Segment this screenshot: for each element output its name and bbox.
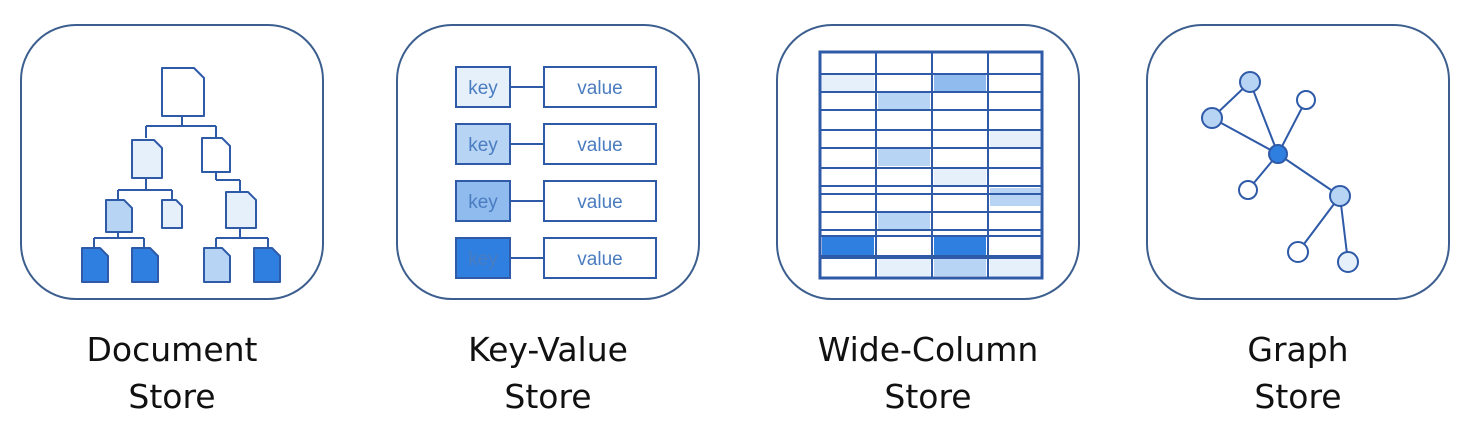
document-tree-icon	[81, 67, 281, 283]
wide-column-store-caption: Wide-Column Store	[776, 326, 1080, 420]
graph-store-panel: Graph Store	[1146, 0, 1476, 426]
key-value-store-card: key value key value key value	[396, 24, 700, 300]
caption-line-2: Store	[504, 377, 592, 416]
document-store-caption: Document Store	[20, 326, 324, 420]
kv-row: key value	[455, 66, 657, 108]
caption-line-2: Store	[1254, 377, 1342, 416]
kv-value-label: value	[577, 78, 622, 99]
caption-line-2: Store	[884, 377, 972, 416]
caption-line-1: Document	[86, 330, 258, 369]
kv-row: key value	[455, 180, 657, 222]
key-value-store-caption: Key-Value Store	[396, 326, 700, 420]
document-store-panel: Document Store	[20, 0, 350, 426]
key-value-icon: key value key value key value	[455, 66, 657, 279]
caption-line-1: Wide-Column	[817, 330, 1039, 369]
kv-key-label: key	[468, 249, 498, 270]
kv-key-label: key	[468, 78, 498, 99]
kv-key-label: key	[468, 192, 498, 213]
key-value-store-panel: key value key value key value	[396, 0, 726, 426]
wide-column-table-icon	[818, 50, 1044, 280]
kv-value-label: value	[577, 135, 622, 156]
wide-column-store-card	[776, 24, 1080, 300]
kv-value-label: value	[577, 249, 622, 270]
kv-key-label: key	[468, 135, 498, 156]
kv-row: key value	[455, 123, 657, 165]
kv-value-label: value	[577, 192, 622, 213]
caption-line-1: Key-Value	[468, 330, 628, 369]
graph-network-icon	[1201, 71, 1359, 273]
graph-store-caption: Graph Store	[1146, 326, 1450, 420]
document-store-card	[20, 24, 324, 300]
graph-store-card	[1146, 24, 1450, 300]
wide-column-store-panel: Wide-Column Store	[776, 0, 1106, 426]
caption-line-2: Store	[128, 377, 216, 416]
kv-row: key value	[455, 237, 657, 279]
caption-line-1: Graph	[1247, 330, 1349, 369]
